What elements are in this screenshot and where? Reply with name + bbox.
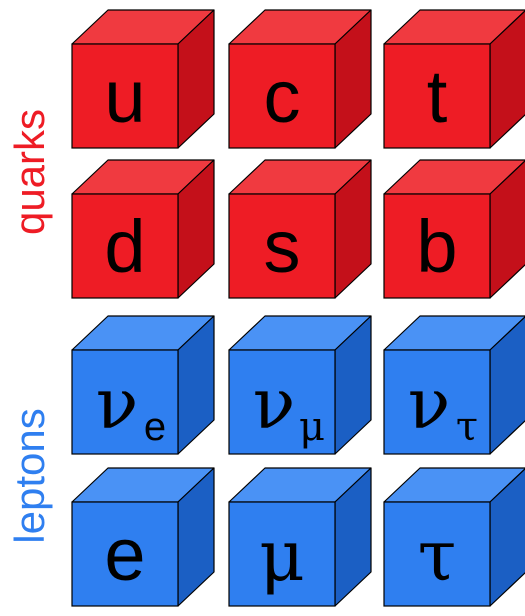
particle-symbol: s — [264, 205, 301, 288]
quarks-cube: t — [384, 10, 525, 148]
leptons-group-label: leptons — [6, 408, 53, 543]
particle-symbol: ν — [408, 363, 451, 445]
quarks-group-label: quarks — [6, 109, 53, 235]
quarks-cube: c — [229, 10, 371, 148]
particle-symbol: ν — [253, 363, 296, 445]
quarks-cube: b — [384, 160, 525, 298]
particle-symbol: μ — [259, 515, 305, 597]
leptons-cube: τ — [384, 468, 525, 606]
particle-symbol: b — [416, 205, 457, 288]
particle-symbol: t — [427, 55, 448, 138]
quarks-cube: d — [72, 160, 214, 298]
quarks-cube: s — [229, 160, 371, 298]
particle-subscript: e — [144, 405, 166, 449]
particle-symbol: u — [104, 55, 145, 138]
particle-symbol: e — [104, 513, 145, 596]
particle-symbol: τ — [418, 515, 457, 597]
particle-symbol: d — [104, 205, 145, 288]
particle-subscript: τ — [456, 404, 478, 450]
leptons-cube: e — [72, 468, 214, 606]
particle-subscript: μ — [299, 404, 325, 450]
quarks-cube: u — [72, 10, 214, 148]
particle-symbol: ν — [96, 363, 139, 445]
particle-symbol: c — [264, 55, 301, 138]
leptons-cube: μ — [229, 468, 371, 606]
